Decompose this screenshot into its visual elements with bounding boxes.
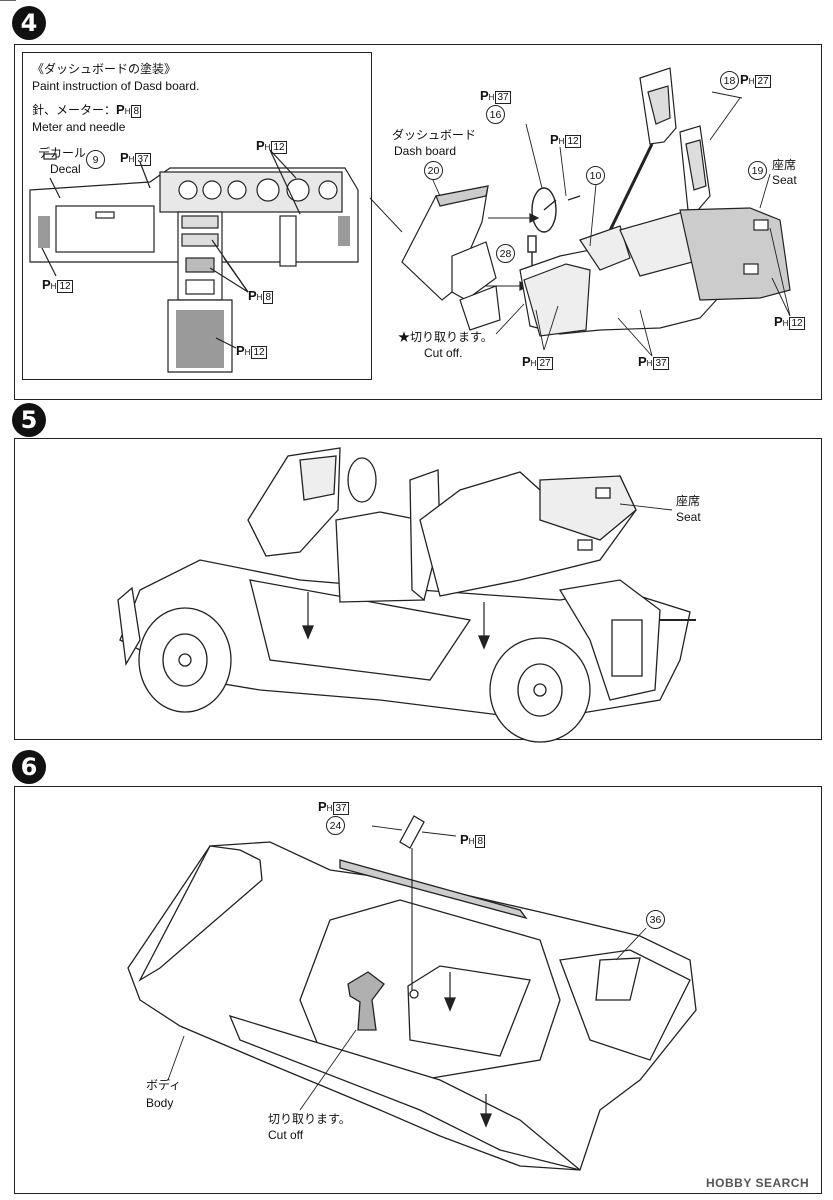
seat-label-en-step5: Seat bbox=[676, 510, 701, 524]
inset-dashboard-illustration bbox=[29, 149, 359, 373]
dashboard-label-jp: ダッシュボード bbox=[392, 128, 477, 142]
seat-label-jp-step4: 座席 bbox=[772, 158, 797, 172]
dashboard-part-illustration bbox=[401, 185, 540, 331]
part-number-20: 20 bbox=[424, 161, 443, 180]
step-number-5: 5 bbox=[12, 403, 46, 437]
roof-opening bbox=[407, 965, 531, 1057]
part-number-36: 36 bbox=[646, 910, 665, 929]
mirror-part bbox=[399, 815, 425, 849]
decal-label-en: Decal bbox=[50, 162, 81, 176]
cut-off-part bbox=[347, 971, 385, 1031]
part-number-decal-9: 9 bbox=[86, 150, 105, 169]
cutoff-label-jp-step4: ★切り取ります。 bbox=[398, 330, 493, 344]
part-number-19: 19 bbox=[748, 161, 767, 180]
body-label-en: Body bbox=[146, 1096, 174, 1110]
part-number-24: 24 bbox=[326, 816, 345, 835]
seat-label-jp-step5: 座席 bbox=[676, 494, 701, 508]
cutoff-label-jp-step6: 切り取ります。 bbox=[268, 1112, 351, 1126]
part-number-28: 28 bbox=[496, 244, 515, 263]
decal-label-jp: デカール bbox=[38, 146, 87, 160]
needle-label-en: Meter and needle bbox=[32, 120, 126, 134]
inset-title-en: Paint instruction of Dasd board. bbox=[32, 79, 200, 93]
part-number-18: 18 bbox=[720, 71, 739, 90]
cutoff-label-en-step6: Cut off bbox=[268, 1128, 304, 1142]
step-number-6: 6 bbox=[12, 750, 46, 784]
inset-pointer-line bbox=[369, 197, 403, 233]
inset-title-jp: 《ダッシュボードの塗装》 bbox=[32, 62, 177, 76]
part-number-16: 16 bbox=[486, 105, 505, 124]
seats-illustration bbox=[431, 67, 791, 357]
part-number-10: 10 bbox=[586, 166, 605, 185]
step-number-4: 4 bbox=[12, 6, 46, 40]
dashboard-label-en: Dash board bbox=[394, 144, 457, 158]
steering-wheel-illustration bbox=[0, 0, 581, 268]
watermark: HOBBY SEARCH bbox=[706, 1176, 810, 1190]
cutoff-label-en-step4: Cut off. bbox=[424, 346, 463, 360]
seat-label-en-step4: Seat bbox=[772, 173, 797, 187]
body-label-jp: ボディ bbox=[146, 1078, 182, 1092]
